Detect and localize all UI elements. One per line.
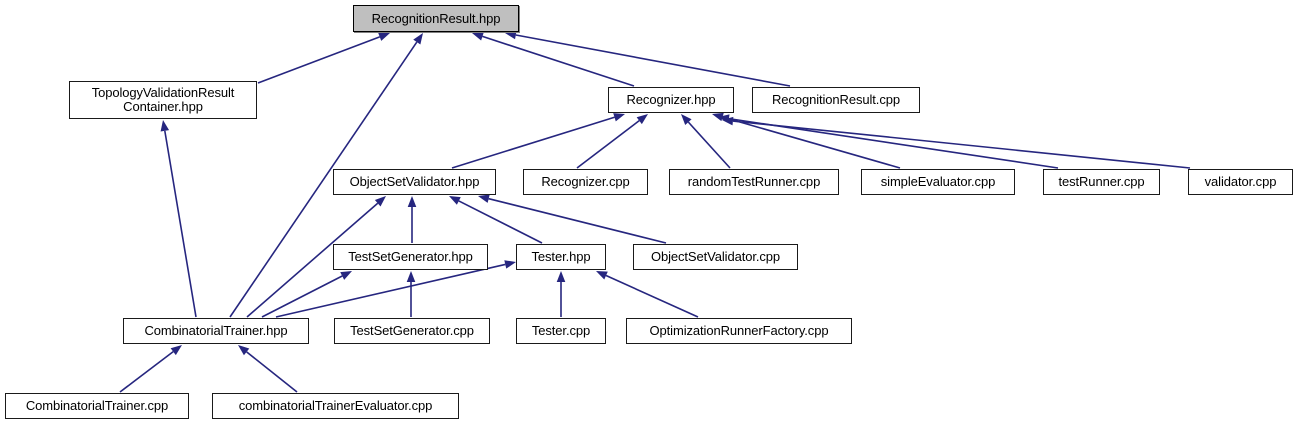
graph-edge-arrowhead [340,271,352,280]
graph-node-testrunner-cpp[interactable]: testRunner.cpp [1043,169,1160,195]
graph-node-recognitionresult-hpp[interactable]: RecognitionResult.hpp [353,5,519,32]
graph-edge-line [515,34,791,87]
graph-node-tester-hpp[interactable]: Tester.hpp [516,244,606,270]
graph-node-testsetgenerator-hpp[interactable]: TestSetGenerator.hpp [333,244,488,270]
graph-edge-arrowhead [413,33,423,45]
graph-node-label: RecognitionResult.hpp [371,10,501,26]
graph-edge-arrowhead [406,271,416,282]
graph-node-recognizer-hpp[interactable]: Recognizer.hpp [608,87,734,113]
graph-edge-line [246,202,379,318]
graph-node-label: CombinatorialTrainer.hpp [144,323,288,338]
graph-node-recognitionresult-cpp[interactable]: RecognitionResult.cpp [752,87,920,113]
graph-edge-arrowhead [160,120,170,132]
graph-edge-arrowhead [378,32,390,41]
graph-node-label: TestSetGenerator.cpp [350,323,474,338]
graph-edge-line [275,263,506,318]
graph-edge-arrowhead [449,196,461,205]
graph-edge-line [164,130,197,318]
graph-edge-arrowhead [170,345,182,356]
graph-node-label: TestSetGenerator.hpp [348,249,473,264]
graph-edge-line [722,116,901,169]
graph-node-combinatorialtrainer-hpp[interactable]: CombinatorialTrainer.hpp [123,318,309,344]
graph-edge-line [732,120,1191,169]
graph-edge-arrowhead [472,32,484,41]
graph-edge-arrowhead [407,196,417,207]
graph-node-label: TopologyValidationResult Container.hpp [91,85,235,114]
graph-node-randomtestrunner-cpp[interactable]: randomTestRunner.cpp [669,169,839,195]
graph-node-label: OptimizationRunnerFactory.cpp [649,323,829,338]
graph-node-topologyvalidationresultcontainer-hpp[interactable]: TopologyValidationResult Container.hpp [69,81,257,119]
graph-node-recognizer-cpp[interactable]: Recognizer.cpp [523,169,648,195]
graph-edge-line [257,36,380,84]
graph-edge-arrowhead [613,113,625,122]
graph-node-label: Recognizer.hpp [626,92,716,107]
graph-edge-line [576,120,640,169]
graph-edge-arrowhead [636,114,648,125]
graph-node-objectsetvalidator-hpp[interactable]: ObjectSetValidator.hpp [333,169,496,195]
graph-edge-line [687,121,731,169]
graph-node-label: RecognitionResult.cpp [772,92,900,107]
graph-edge-arrowhead [596,271,608,280]
graph-edge-line [119,351,174,393]
graph-edge-arrowhead [504,260,516,269]
graph-node-label: randomTestRunner.cpp [687,174,821,189]
graph-node-label: ObjectSetValidator.hpp [349,174,480,189]
graph-node-label: Tester.cpp [531,323,591,338]
graph-node-combinatorialtrainer-cpp[interactable]: CombinatorialTrainer.cpp [5,393,189,419]
graph-node-label: CombinatorialTrainer.cpp [25,398,169,413]
graph-edge-arrowhead [681,114,692,126]
graph-edge-arrowhead [722,116,734,126]
graph-edge-line [246,351,298,393]
graph-edge-arrowhead [505,30,517,40]
graph-node-label: Tester.hpp [531,249,591,264]
graph-node-optimizationrunnerfactory-cpp[interactable]: OptimizationRunnerFactory.cpp [626,318,852,344]
graph-edge-line [229,41,418,318]
graph-node-objectsetvalidator-cpp[interactable]: ObjectSetValidator.cpp [633,244,798,270]
graph-edge-arrowhead [238,345,250,356]
graph-edge-arrowhead [478,194,490,203]
graph-node-testsetgenerator-cpp[interactable]: TestSetGenerator.cpp [334,318,490,344]
graph-edge-line [605,274,699,318]
graph-node-label: Recognizer.cpp [541,174,630,189]
graph-node-label: combinatorialTrainerEvaluator.cpp [238,398,433,413]
graph-edge-arrowhead [374,196,386,207]
graph-edge-line [261,275,343,318]
graph-node-validator-cpp[interactable]: validator.cpp [1188,169,1293,195]
graph-node-label: simpleEvaluator.cpp [880,174,996,189]
graph-node-label: validator.cpp [1204,174,1277,189]
graph-node-tester-cpp[interactable]: Tester.cpp [516,318,606,344]
graph-node-combinatorialtrainerevaluator-cpp[interactable]: combinatorialTrainerEvaluator.cpp [212,393,459,419]
graph-edge-arrowhead [556,271,566,282]
graph-edge-line [482,35,635,87]
graph-edge-line [488,197,667,244]
graph-node-label: ObjectSetValidator.cpp [650,249,781,264]
graph-edge-line [458,200,543,244]
graph-node-label: testRunner.cpp [1058,174,1145,189]
graph-edge-line [451,116,615,169]
graph-edge-arrowhead [712,112,724,122]
graph-node-simpleevaluator-cpp[interactable]: simpleEvaluator.cpp [861,169,1015,195]
